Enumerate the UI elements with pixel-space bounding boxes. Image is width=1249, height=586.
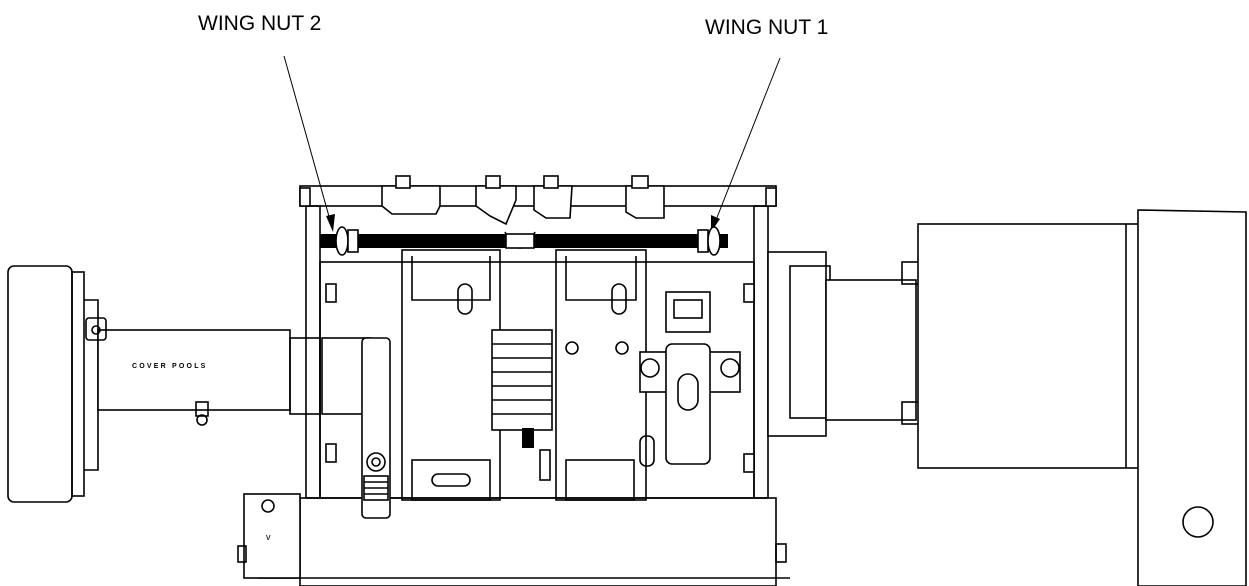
leader-line-wing-nut-2	[283, 55, 335, 232]
motor	[917, 209, 1247, 586]
callout-wing-nut-2: WING NUT 2	[198, 12, 322, 35]
clutch-lever	[321, 337, 391, 519]
wing-nut-2	[335, 226, 359, 256]
cam-brackets	[381, 175, 665, 226]
svg-text:v: v	[266, 532, 271, 542]
left-end-cap	[7, 265, 99, 503]
center-gear	[491, 329, 629, 481]
housing-stamp: COVER POOLS	[132, 363, 208, 370]
motor-end-port	[1182, 506, 1214, 538]
threaded-rod	[320, 231, 728, 249]
callout-wing-nut-1: WING NUT 1	[705, 16, 829, 39]
left-drive-tube: COVER POOLS	[85, 317, 321, 426]
frame-bolts	[299, 187, 777, 473]
motor-adapter	[767, 251, 921, 437]
wing-nut-1	[697, 226, 721, 256]
right-cam-assembly	[639, 291, 741, 467]
